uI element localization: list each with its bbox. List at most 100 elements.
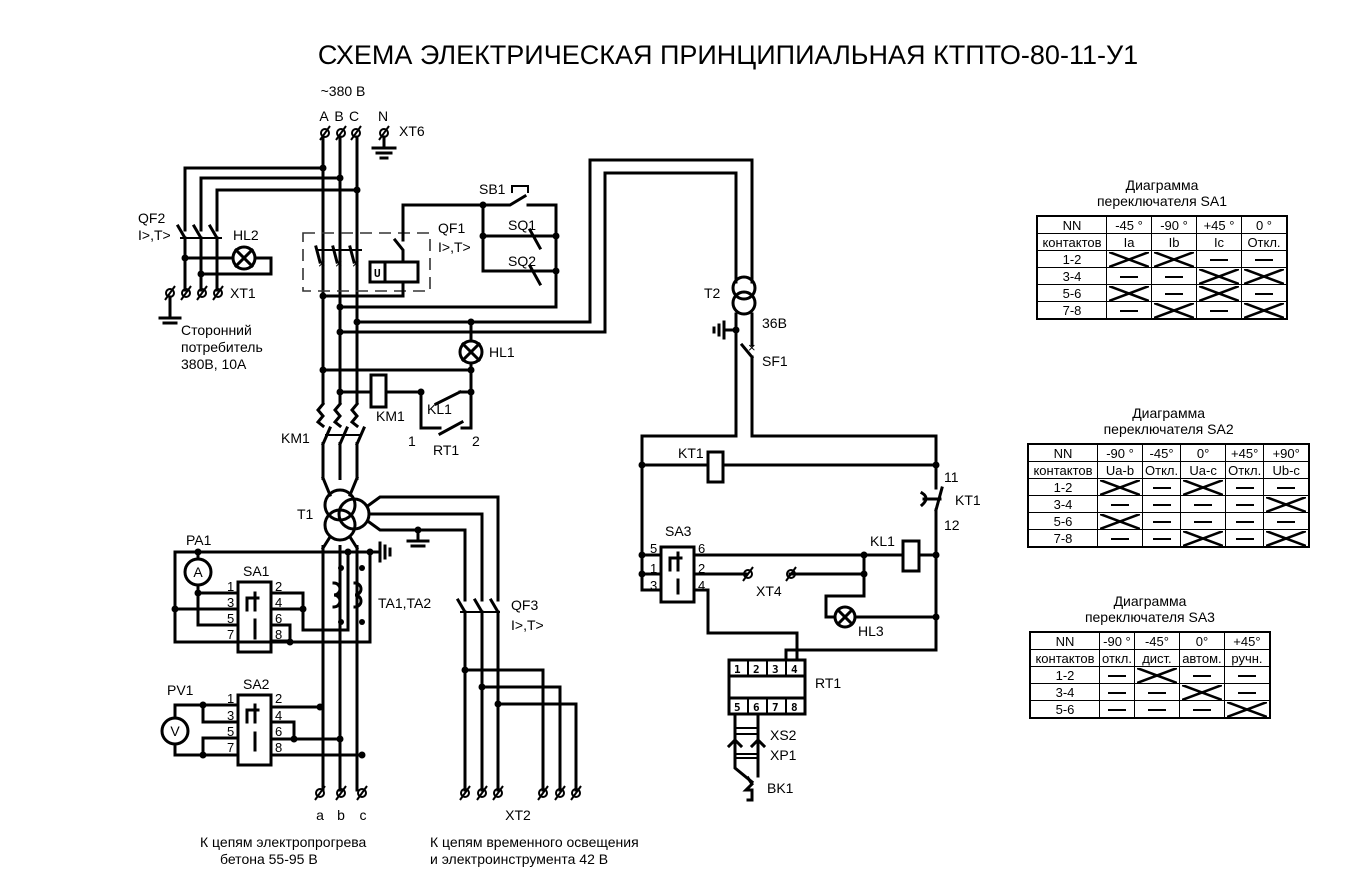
angle-header: 0° bbox=[1178, 631, 1225, 650]
mode-header: Ua-c bbox=[1180, 461, 1227, 479]
kt1-pin-12: 12 bbox=[944, 517, 960, 533]
angle-header: -90 ° bbox=[1097, 443, 1143, 462]
sq2-label: SQ2 bbox=[508, 253, 536, 269]
mode-header: Откл. bbox=[1225, 461, 1265, 479]
contact-open-icon bbox=[1147, 691, 1166, 695]
phase-a-label: A bbox=[319, 108, 329, 124]
contact-open-icon bbox=[1107, 674, 1126, 678]
hl2-label: HL2 bbox=[233, 227, 259, 243]
mode-header: Ub-c bbox=[1263, 461, 1310, 479]
contact-closed-icon bbox=[1244, 302, 1284, 318]
contact-state-cell bbox=[1106, 267, 1152, 285]
contacts-cell: 1-2 bbox=[1036, 250, 1107, 268]
xt1-terminals bbox=[164, 285, 224, 301]
hl1-label: HL1 bbox=[489, 344, 515, 360]
contact-state-cell bbox=[1097, 478, 1143, 496]
contact-state-cell bbox=[1141, 478, 1182, 496]
contact-state-cell bbox=[1223, 666, 1271, 684]
hl2-lamp-icon bbox=[231, 245, 257, 271]
mode-header: Ib bbox=[1151, 233, 1197, 251]
angle-header: -90 ° bbox=[1099, 631, 1135, 650]
sa2-switch-icon bbox=[236, 693, 273, 767]
sa1-diagram: Диаграмма переключателя SA1 NN-45 °-90 °… bbox=[1036, 177, 1288, 320]
sa1-pin: 5 bbox=[227, 611, 234, 626]
contact-state-cell bbox=[1180, 529, 1227, 548]
table-row: 1-2 bbox=[1036, 250, 1288, 268]
qf3-spec: I>,T> bbox=[511, 617, 544, 633]
angle-header: -90 ° bbox=[1151, 215, 1197, 234]
contacts-cell: 7-8 bbox=[1027, 529, 1098, 548]
output-a-label: a bbox=[316, 807, 324, 823]
contact-state-cell bbox=[1263, 495, 1310, 513]
contact-open-icon bbox=[1111, 537, 1129, 541]
km1-coil-icon bbox=[369, 373, 388, 409]
schematic-title: СХЕМА ЭЛЕКТРИЧЕСКАЯ ПРИНЦИПИАЛЬНАЯ КТПТО… bbox=[318, 40, 1138, 70]
contact-state-cell bbox=[1225, 478, 1265, 496]
contact-state-cell bbox=[1263, 529, 1310, 548]
contact-state-cell bbox=[1196, 250, 1242, 268]
contact-open-icon bbox=[1152, 503, 1171, 507]
contact-open-icon bbox=[1152, 486, 1171, 490]
contact-state-cell bbox=[1196, 284, 1242, 302]
t2-feed-phase-b bbox=[338, 171, 738, 334]
contact-state-cell bbox=[1141, 495, 1182, 513]
mode-header: Откл. bbox=[1241, 233, 1288, 251]
output-b-label: b bbox=[337, 807, 345, 823]
header-row-angles: NN-90 °-45°0°+45°+90° bbox=[1027, 443, 1310, 462]
xt6-label: XT6 bbox=[399, 123, 425, 139]
contact-state-cell bbox=[1141, 529, 1182, 548]
qf3-breaker-icon bbox=[455, 597, 501, 615]
terminal-icon bbox=[537, 785, 549, 801]
terminal-icon bbox=[742, 566, 754, 582]
contacts-cell: 1-2 bbox=[1027, 478, 1098, 496]
sa1-pin: 2 bbox=[275, 579, 282, 594]
mode-header: Ic bbox=[1196, 233, 1242, 251]
contact-state-cell bbox=[1099, 666, 1135, 684]
rt1-pin: 1 bbox=[734, 663, 741, 676]
sa2-label: SA2 bbox=[243, 676, 270, 692]
heating-note-line2: бетона 55-95 В bbox=[220, 851, 318, 867]
sa2-pin: 5 bbox=[227, 724, 234, 739]
contacts-header: контактов bbox=[1027, 461, 1098, 479]
sa3-pin: 6 bbox=[698, 541, 705, 556]
svg-text:V: V bbox=[170, 723, 180, 739]
qf2-breaker-icon bbox=[175, 223, 222, 292]
contact-closed-icon bbox=[1244, 268, 1284, 284]
kl1-coil-label: KL1 bbox=[870, 533, 895, 549]
rt1-pin: 8 bbox=[791, 701, 798, 714]
angle-header: 0° bbox=[1180, 443, 1227, 462]
contact-open-icon bbox=[1194, 503, 1213, 507]
t2-feed-phase-c bbox=[355, 158, 754, 324]
sa3-label: SA3 bbox=[665, 523, 692, 539]
kt1-pin-11: 11 bbox=[944, 469, 959, 485]
mode-header: Ia bbox=[1106, 233, 1152, 251]
phase-c-label: C bbox=[349, 108, 359, 124]
sa3-diagram-caption: Диаграмма переключателя SA3 bbox=[1084, 593, 1215, 625]
kl1-contact-icon bbox=[433, 389, 463, 407]
xt2-label: XT2 bbox=[505, 807, 531, 823]
km1-contacts-icon bbox=[315, 401, 366, 446]
bk1-label: BK1 bbox=[767, 780, 794, 796]
sa2-diagram-caption: Диаграмма переключателя SA2 bbox=[1103, 405, 1234, 437]
angle-header: 0 ° bbox=[1241, 215, 1288, 234]
table-row: 5-6 bbox=[1027, 512, 1310, 530]
abc-terminals bbox=[314, 785, 368, 801]
angle-header: +45 ° bbox=[1196, 215, 1242, 234]
contact-open-icon bbox=[1147, 708, 1166, 712]
sa1-pin: 7 bbox=[227, 627, 234, 642]
ground-icon bbox=[378, 541, 392, 563]
contact-open-icon bbox=[1237, 691, 1256, 695]
kt1-contact-label: KT1 bbox=[955, 492, 981, 508]
rt1-pin: 6 bbox=[753, 701, 760, 714]
contact-open-icon bbox=[1192, 708, 1211, 712]
nn-header: NN bbox=[1027, 443, 1098, 462]
qf2-label: QF2 bbox=[138, 210, 165, 226]
sa1-pin: 6 bbox=[275, 611, 282, 626]
sa2-pin: 7 bbox=[227, 740, 234, 755]
angle-header: -45° bbox=[1141, 443, 1182, 462]
contact-state-cell bbox=[1133, 666, 1180, 684]
contact-state-cell bbox=[1099, 700, 1135, 719]
